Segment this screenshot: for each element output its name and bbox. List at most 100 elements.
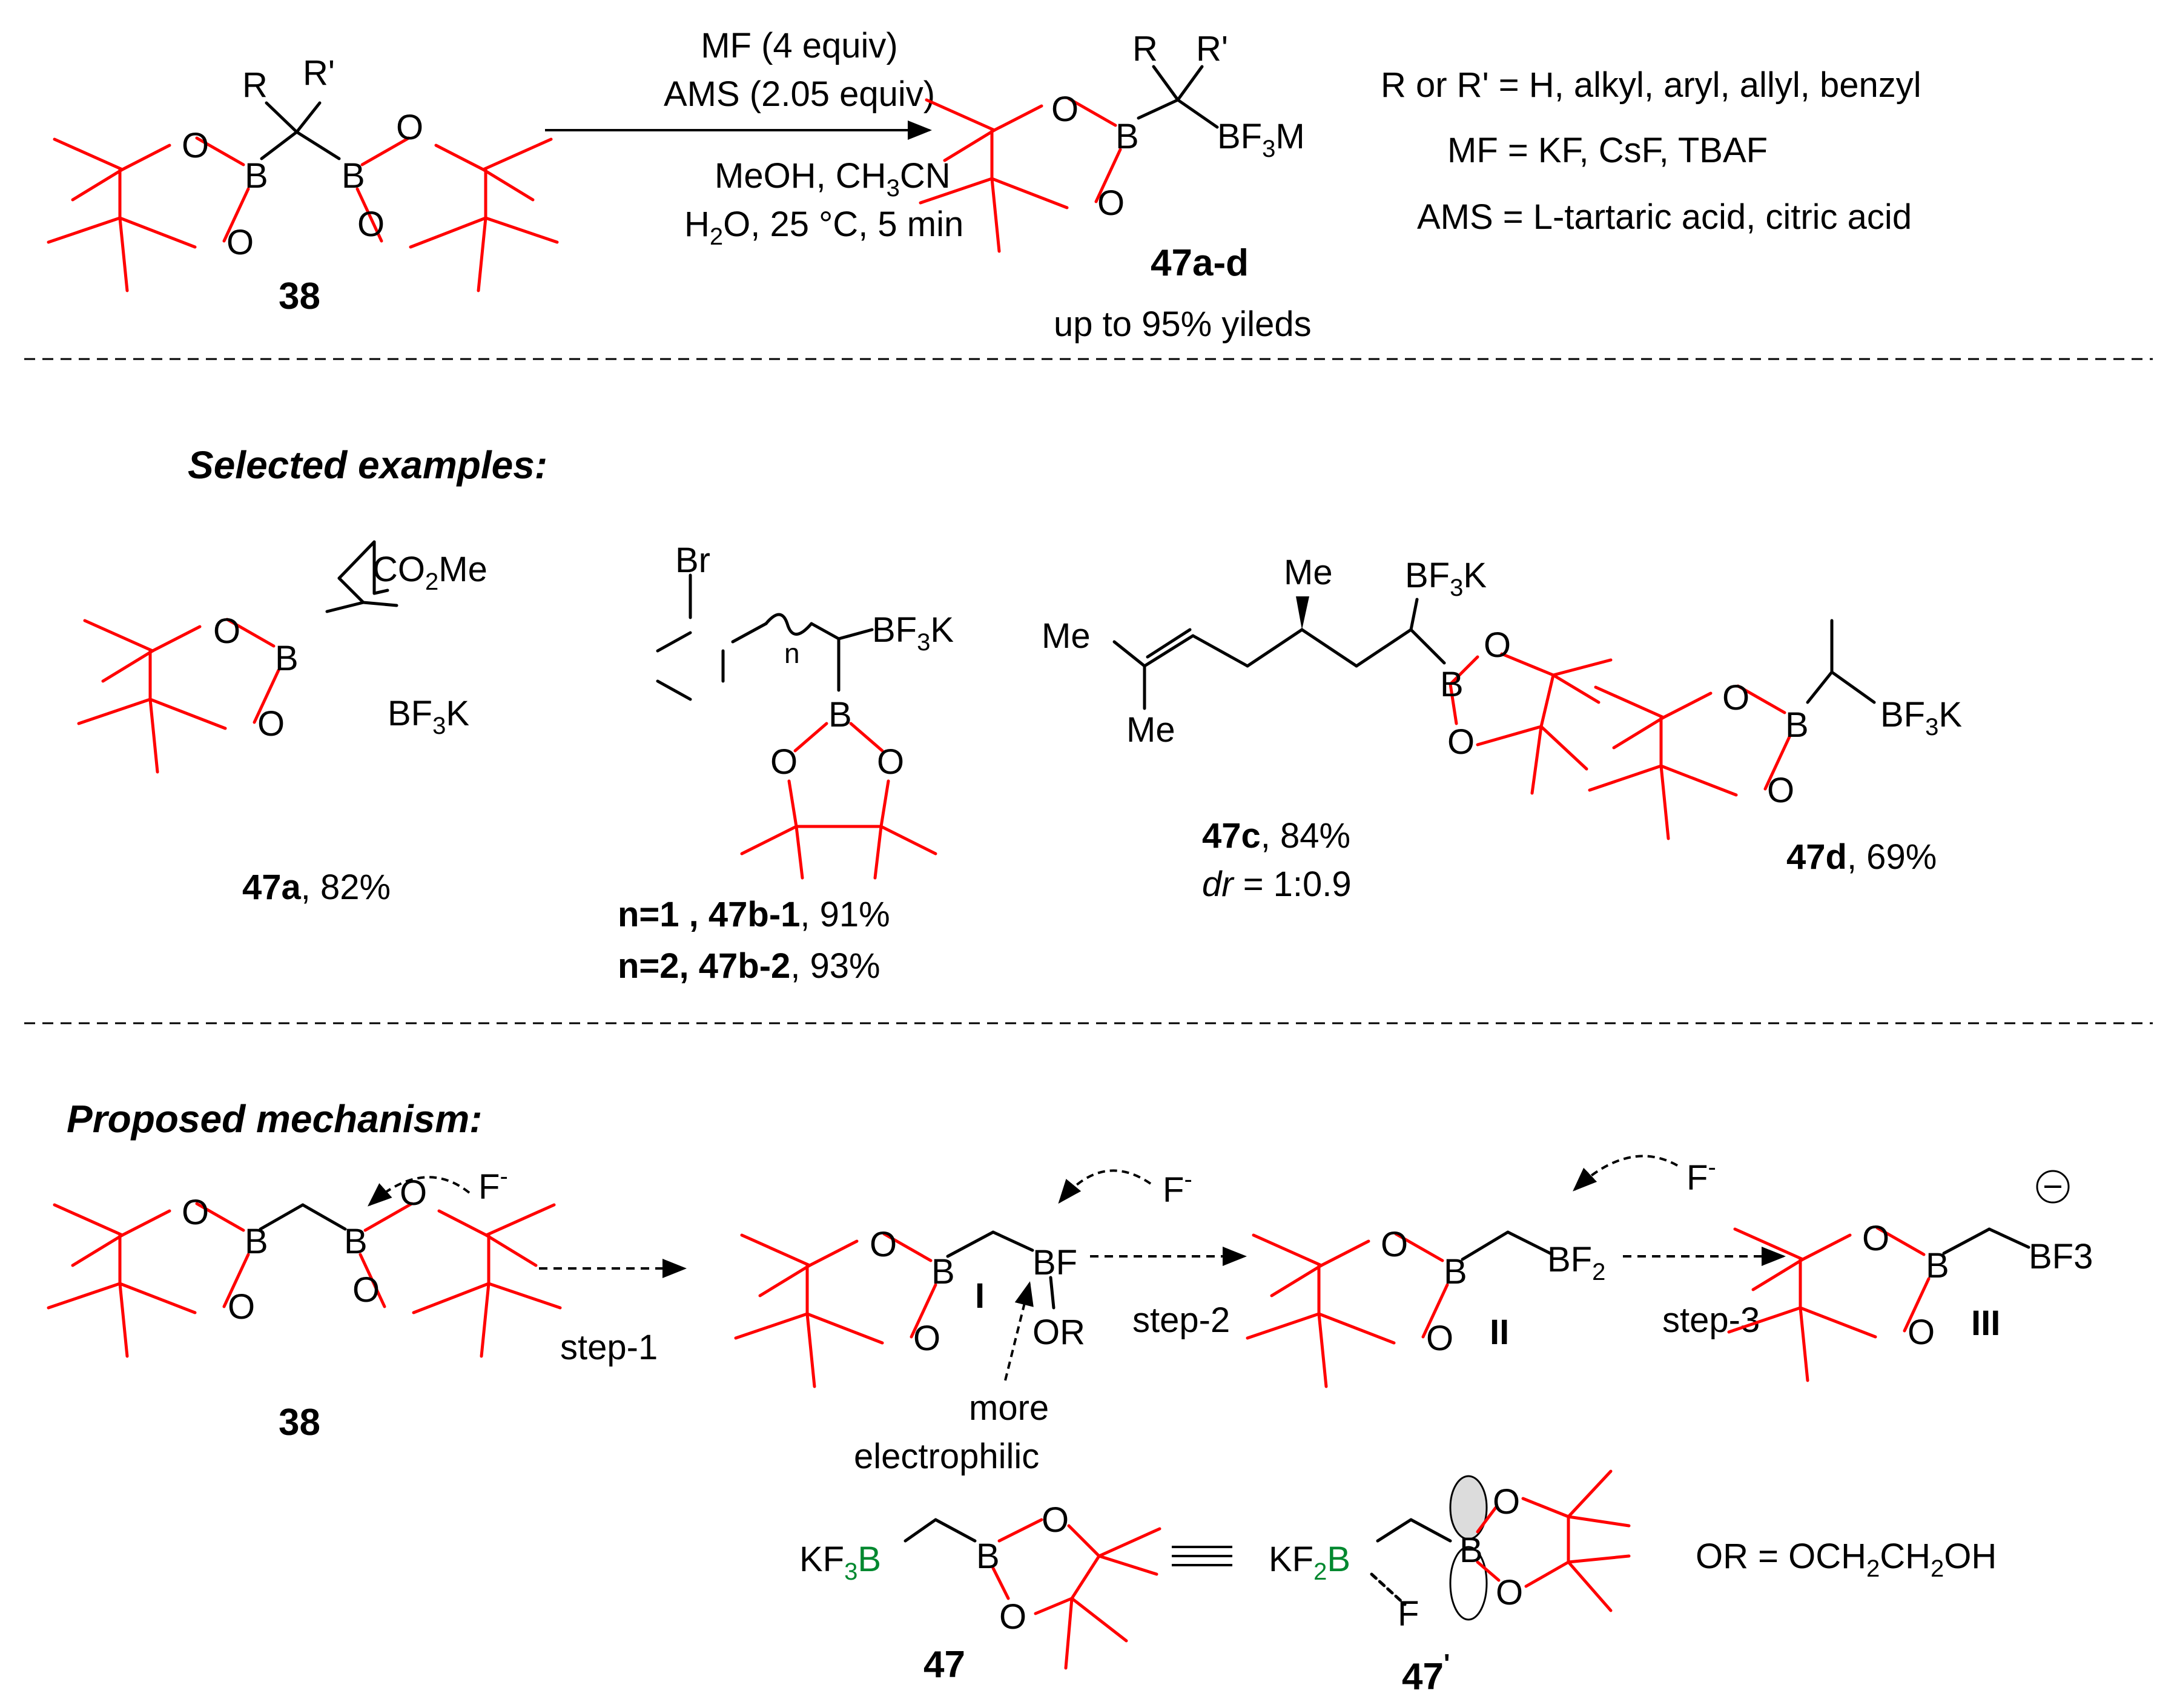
atom-b: B	[1926, 1246, 1949, 1285]
atom-bf2: BF2	[1547, 1240, 1605, 1285]
atom-o: O	[1042, 1500, 1069, 1540]
product-47: KF3B B O O 47	[799, 1500, 1161, 1686]
fluoride: F-	[478, 1163, 508, 1207]
atom-b: B	[828, 695, 852, 734]
atom-o: O	[182, 126, 209, 165]
label-I: I	[975, 1276, 985, 1316]
curved-arrow	[368, 1176, 471, 1207]
curved-arrow	[1573, 1155, 1678, 1192]
intermediate-I: F- O B O BF OR I more electrophilic	[736, 1166, 1192, 1476]
label-38: 38	[279, 1402, 320, 1443]
label-47: 47	[923, 1644, 965, 1686]
atom-me: Me	[1042, 616, 1091, 656]
atom-bf3k: BF3K	[872, 610, 954, 656]
atom-r-prime: R'	[1196, 29, 1228, 68]
atom-b: B	[245, 1222, 268, 1261]
reaction-conditions: MF (4 equiv) AMS (2.05 equiv) MeOH, CH3C…	[545, 26, 963, 250]
intermediate-II: F- O B O BF2 II	[1247, 1154, 1716, 1387]
atom-o: O	[257, 704, 285, 744]
product-47a-d: R R' O B O BF3M 47a-d up to 95% yileds	[920, 29, 1312, 344]
atom-o: O	[352, 1270, 380, 1310]
atom-b: B	[1444, 1252, 1467, 1291]
atom-o: O	[1051, 90, 1079, 129]
atom-o: O	[1722, 678, 1749, 717]
atom-o: O	[999, 1597, 1026, 1637]
atom-o: O	[1862, 1219, 1889, 1258]
atom-o: O	[226, 223, 254, 262]
atom-me: Me	[1284, 553, 1333, 592]
group-kf2b: KF2B	[1269, 1540, 1350, 1585]
attack-arrow	[1004, 1281, 1034, 1381]
mechanism-38: F- O B O B O O 38	[48, 1163, 560, 1443]
atom-o: O	[1493, 1482, 1520, 1522]
step-2-label: step-2	[1132, 1301, 1230, 1340]
label-47a: 47a, 82%	[242, 868, 391, 907]
condition-mf: MF (4 equiv)	[701, 26, 898, 65]
label-38: 38	[279, 275, 320, 317]
group-co2me: CO2Me	[372, 550, 487, 595]
or-definition: OR = OCH2CH2OH	[1696, 1537, 1997, 1582]
atom-o: O	[870, 1225, 897, 1264]
atom-o: O	[400, 1173, 427, 1213]
example-47d: BF3K O B O 47d, 69%	[1590, 619, 1962, 877]
atom-b: B	[931, 1252, 955, 1291]
yield-note: up to 95% yileds	[1054, 305, 1312, 344]
label-47c: 47c, 84%	[1202, 816, 1350, 856]
label-47d: 47d, 69%	[1786, 837, 1937, 877]
atom-r: R	[242, 65, 268, 105]
atom-r-prime: R'	[303, 53, 335, 93]
atom-o: O	[1496, 1573, 1523, 1612]
atom-o: O	[1447, 722, 1475, 762]
atom-me: Me	[1126, 710, 1175, 750]
atom-b: B	[1440, 665, 1464, 704]
atom-o: O	[182, 1193, 209, 1232]
product-47-prime: KF2B F B O O 47'	[1269, 1469, 1631, 1698]
stereo-wedge	[1296, 596, 1309, 630]
label-n: n	[784, 638, 800, 669]
atom-o: O	[1908, 1313, 1935, 1352]
atom-o: O	[1426, 1319, 1453, 1358]
examples-heading: Selected examples:	[188, 443, 547, 487]
note-electrophilic: electrophilic	[854, 1437, 1039, 1476]
atom-o: O	[877, 742, 904, 782]
atom-bf3k: BF3K	[1880, 695, 1962, 740]
atom-o: O	[228, 1287, 255, 1327]
group-or: OR	[1032, 1313, 1085, 1352]
atom-o: O	[913, 1319, 940, 1358]
definition-mf: MF = KF, CsF, TBAF	[1447, 131, 1768, 170]
definitions: R or R' = H, alkyl, aryl, allyl, benzyl …	[1381, 65, 1921, 237]
curved-arrow	[1058, 1169, 1152, 1204]
negative-charge	[2036, 1170, 2070, 1204]
label-II: II	[1490, 1313, 1509, 1352]
atom-b: B	[1785, 705, 1809, 745]
atom-br: Br	[675, 541, 710, 580]
atom-bf3: BF3	[2029, 1237, 2093, 1276]
definition-r: R or R' = H, alkyl, aryl, allyl, benzyl	[1381, 65, 1921, 105]
atom-o: O	[770, 742, 798, 782]
step-1-label: step-1	[560, 1328, 658, 1367]
atom-b: B	[275, 639, 299, 678]
label-III: III	[1971, 1304, 2000, 1343]
example-47a: CO2Me O B O BF3K 47a, 82%	[79, 540, 487, 907]
atom-bf3k: BF3K	[1405, 556, 1487, 601]
atom-o: O	[1484, 625, 1511, 665]
atom-bf3m: BF3M	[1217, 117, 1305, 162]
example-47c: Me Me Me BF3K B O O 47c, 84% dr = 1:0.9	[1042, 553, 1613, 904]
intermediate-III: O B O BF3 III	[1729, 1170, 2093, 1380]
atom-f: F	[1398, 1594, 1419, 1634]
atom-b: B	[1459, 1531, 1483, 1570]
atom-bf: BF	[1032, 1243, 1077, 1282]
atom-o: O	[1767, 771, 1794, 810]
label-47-prime: 47'	[1402, 1649, 1450, 1698]
atom-o: O	[1381, 1225, 1408, 1264]
mechanism-heading: Proposed mechanism:	[67, 1097, 482, 1141]
atom-b: B	[976, 1537, 1000, 1576]
orbital-top	[1449, 1475, 1488, 1540]
atom-b: B	[344, 1222, 368, 1261]
label-47a-d: 47a-d	[1151, 242, 1249, 284]
condition-ams: AMS (2.05 equiv)	[664, 74, 935, 114]
label-47c-dr: dr = 1:0.9	[1202, 865, 1352, 904]
starting-material-38: R R' O B O B O O 38	[48, 53, 557, 317]
atom-b: B	[342, 156, 365, 196]
